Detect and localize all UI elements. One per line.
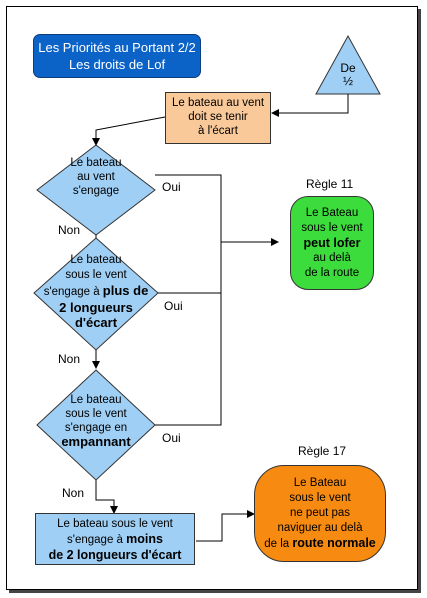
oui-label-3: Oui xyxy=(162,431,181,445)
green-box-line-2: sous le vent xyxy=(301,222,363,234)
connector-d3-to-blue xyxy=(95,480,118,514)
title-line-2: Les droits de Lof xyxy=(68,57,166,72)
blue-box-line-2: s'engage à moins xyxy=(36,532,194,548)
decision-3-line-1: Le bateau xyxy=(70,394,122,406)
green-box-line-3: peut lofer xyxy=(303,236,361,250)
non-label-2: Non xyxy=(58,352,81,366)
decision-2-line-5: d'écart xyxy=(74,315,118,330)
decision-3-line-2: sous le vent xyxy=(65,408,127,420)
regle-11-label: Règle 11 xyxy=(306,177,354,191)
blue-box-line-3: de 2 longueurs d'écart xyxy=(48,548,182,562)
decision-2-line-3-bold: plus de xyxy=(102,283,149,298)
decision-3-line-4: empannant xyxy=(61,434,131,449)
title-box: Les Priorités au Portant 2/2 Les droits … xyxy=(33,34,201,78)
connector-start-to-d1 xyxy=(92,116,166,146)
orange-box-line-2: sous le vent xyxy=(289,492,351,504)
start-box-line-2: doit se tenir xyxy=(188,111,248,123)
decision-1-line-2: au vent xyxy=(77,171,115,183)
connector-triangle-to-start xyxy=(271,94,349,117)
blue-box-line-2-bold: moins xyxy=(126,532,163,546)
green-box-line-1: Le Bateau xyxy=(305,207,359,219)
non-label-1: Non xyxy=(58,223,81,237)
regle-17-label: Règle 17 xyxy=(298,444,347,458)
start-box-line-3: à l'écart xyxy=(198,125,238,137)
orange-box-line-5-bold: route normale xyxy=(292,536,376,550)
decision-2-line-4: 2 longueurs xyxy=(59,300,133,315)
orange-box-line-5: de la route normale xyxy=(255,536,385,552)
decision-2-line-3-pre: s'engage à xyxy=(43,286,103,298)
blue-box-line-2-pre: s'engage à xyxy=(67,534,127,546)
decision-3-line-3: s'engage en xyxy=(64,422,128,434)
orange-box-line-1: Le Bateau xyxy=(293,477,347,489)
decision-1-line-3: s'engage xyxy=(72,185,120,197)
decision-2-line-1: Le bateau xyxy=(70,254,122,266)
non-label-3: Non xyxy=(62,486,85,500)
title-line-1: Les Priorités au Portant 2/2 xyxy=(38,40,196,55)
decision-2-line-3: s'engage à plus de xyxy=(36,283,156,300)
oui-label-1: Oui xyxy=(162,180,181,194)
decision-3-text: Le bateau sous le vent s'engage en empan… xyxy=(46,393,146,449)
blue-box-line-1: Le bateau sous le vent xyxy=(57,518,173,530)
decision-1-line-1: Le bateau xyxy=(70,157,122,169)
connector-d1-oui xyxy=(155,174,222,426)
orange-box: Le Bateau sous le vent ne peut pas navig… xyxy=(254,465,386,562)
oui-label-2: Oui xyxy=(164,299,183,313)
connector-blue-to-orange xyxy=(196,510,255,542)
orange-box-line-4: naviguer au delà xyxy=(277,522,363,534)
start-box: Le bateau au vent doit se tenir à l'écar… xyxy=(165,92,271,144)
green-box: Le Bateau sous le vent peut lofer au del… xyxy=(290,196,374,290)
triangle-label: De ½ xyxy=(328,62,368,88)
triangle-line-1: De xyxy=(340,61,356,75)
decision-2-line-2: sous le vent xyxy=(65,269,127,281)
orange-box-line-3: ne peut pas xyxy=(289,507,351,519)
green-box-line-4: au delà xyxy=(313,252,351,264)
start-box-line-1: Le bateau au vent xyxy=(171,97,265,109)
decision-1-text: Le bateau au vent s'engage xyxy=(56,156,136,198)
green-box-line-5: de la route xyxy=(304,267,360,279)
blue-action-box: Le bateau sous le vent s'engage à moins … xyxy=(35,513,195,565)
orange-box-line-5-pre: de la xyxy=(264,538,293,550)
decision-2-text: Le bateau sous le vent s'engage à plus d… xyxy=(36,253,156,330)
triangle-line-2: ½ xyxy=(342,74,353,88)
